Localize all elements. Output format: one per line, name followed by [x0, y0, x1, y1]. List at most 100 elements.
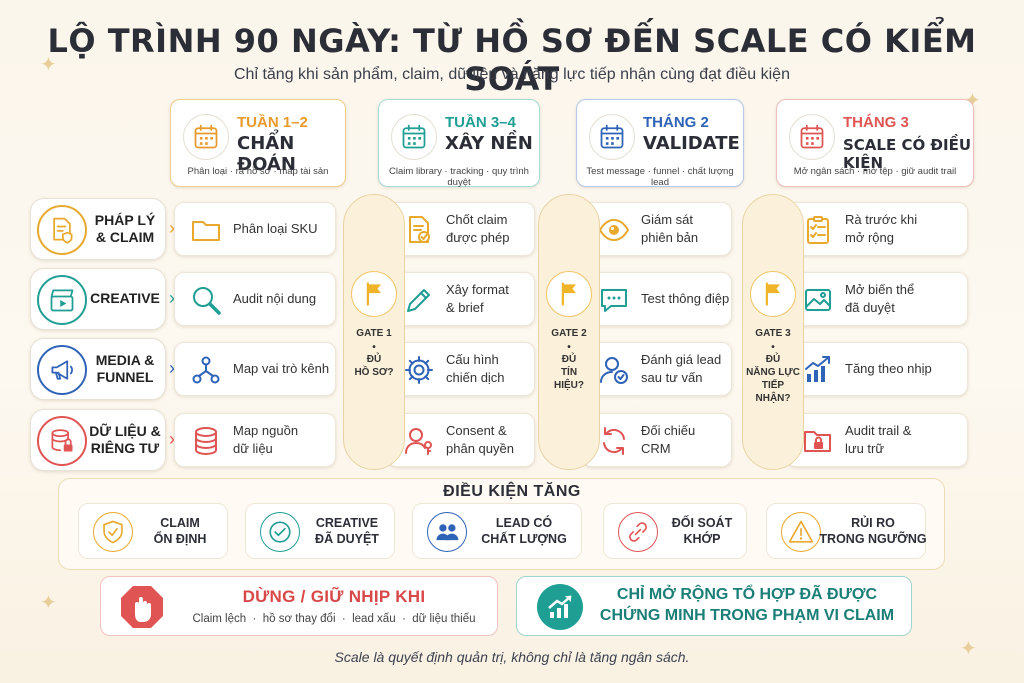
- page-title: LỘ TRÌNH 90 NGÀY: TỪ HỒ SƠ ĐẾN SCALE CÓ …: [47, 22, 977, 98]
- network-icon: [187, 351, 225, 389]
- gate-dot: •: [567, 342, 571, 353]
- task-card: Audit nội dung: [174, 272, 336, 326]
- task-card: Chốt claim được phép: [387, 202, 535, 256]
- phase-description: Test message · funnel · chất lượng lead: [586, 166, 734, 188]
- task-card: Map nguồn dữ liệu: [174, 413, 336, 467]
- people-icon: [427, 512, 467, 552]
- chevron-right-icon: ›: [169, 358, 175, 378]
- task-card: Tăng theo nhịp: [786, 342, 968, 396]
- gate-question: ĐỦ NĂNG LỰC TIẾP NHẬN?: [746, 354, 800, 404]
- gate-pillar: GATE 3•ĐỦ NĂNG LỰC TIẾP NHẬN?: [742, 194, 804, 470]
- magnifier-icon: [187, 281, 225, 319]
- gate-label: GATE 1: [356, 328, 392, 339]
- scale-text: CHỈ MỞ RỘNG TỔ HỢP ĐÃ ĐƯỢC CHỨNG MINH TR…: [599, 586, 895, 624]
- condition-card: ĐỐI SOÁT KHỚP: [603, 503, 747, 559]
- task-text: Đánh giá lead sau tư vấn: [641, 352, 722, 385]
- pencil-icon: [400, 281, 438, 319]
- chat-bubble-icon: [595, 281, 633, 319]
- task-card: Giám sát phiên bản: [582, 202, 732, 256]
- phase-description: Phân loại · rà hồ sơ · map tài sản: [187, 166, 329, 177]
- gate-label: GATE 2: [551, 328, 587, 339]
- gate-label: GATE 3: [755, 328, 791, 339]
- gate-pillar: GATE 2 •ĐỦ TÍN HIỆU?: [538, 194, 600, 470]
- chevron-right-icon: ›: [169, 218, 175, 238]
- footer-note: Scale là quyết định quản trị, không chỉ …: [334, 649, 690, 665]
- task-text: Chốt claim được phép: [446, 212, 510, 245]
- gate-question: ĐỦ HỒ SƠ?: [354, 354, 394, 378]
- task-text: Audit trail & lưu trữ: [845, 423, 912, 456]
- task-text: Test thông điệp: [641, 291, 730, 307]
- gear-icon: [400, 351, 438, 389]
- phase-description: Mở ngân sách · mở tệp · giữ audit trail: [793, 166, 957, 177]
- row-label: PHÁP LÝ & CLAIM: [30, 198, 166, 260]
- task-card: Đánh giá lead sau tư vấn: [582, 342, 732, 396]
- condition-text: RỦI RO TRONG NGƯỠNG: [819, 515, 927, 546]
- database-lock-icon: [37, 416, 87, 466]
- calendar-icon: [589, 114, 635, 160]
- sync-icon: [595, 422, 633, 460]
- condition-text: CREATIVE ĐÃ DUYỆT: [315, 515, 379, 546]
- row-label-text: MEDIA & FUNNEL: [95, 351, 155, 386]
- task-text: Đối chiếu CRM: [641, 423, 696, 456]
- task-card: Test thông điệp: [582, 272, 732, 326]
- phase-name: TUẦN 1–2: [237, 114, 308, 131]
- task-card: Consent & phân quyền: [387, 413, 535, 467]
- flag-icon: [750, 271, 796, 317]
- warning-icon: [781, 512, 821, 552]
- condition-card: CREATIVE ĐÃ DUYỆT: [245, 503, 395, 559]
- growth-chart-icon: [799, 351, 837, 389]
- link-icon: [618, 512, 658, 552]
- task-text: Tăng theo nhịp: [845, 361, 932, 377]
- user-check-icon: [595, 351, 633, 389]
- sparkle-icon: ✦: [40, 54, 57, 76]
- gate-question: ĐỦ TÍN HIỆU?: [554, 354, 584, 391]
- flag-icon: [351, 271, 397, 317]
- task-text: Cấu hình chiến dịch: [446, 352, 505, 385]
- task-text: Rà trước khi mở rộng: [845, 212, 918, 245]
- task-card: Đối chiếu CRM: [582, 413, 732, 467]
- image-icon: [799, 281, 837, 319]
- gate-pillar: GATE 1 •ĐỦ HỒ SƠ?: [343, 194, 405, 470]
- trend-up-icon: [537, 584, 583, 630]
- page-subtitle: Chỉ tăng khi sản phẩm, claim, dữ liệu và…: [234, 66, 790, 83]
- task-card: Cấu hình chiến dịch: [387, 342, 535, 396]
- eye-icon: [595, 211, 633, 249]
- document-check-icon: [400, 211, 438, 249]
- task-text: Xây format & brief: [446, 282, 509, 315]
- sparkle-icon: ✦: [960, 638, 977, 660]
- flag-icon: [546, 271, 592, 317]
- phase-title: VALIDATE: [643, 133, 740, 154]
- task-text: Audit nội dung: [233, 291, 317, 307]
- phase-title: XÂY NỀN: [445, 133, 533, 154]
- megaphone-icon: [37, 345, 87, 395]
- gate-dot: •: [372, 342, 376, 353]
- phase-description: Claim library · tracking · quy trình duy…: [389, 166, 529, 188]
- stop-items: Claim lệch · hồ sơ thay đổi · lead xấu ·…: [192, 613, 476, 625]
- task-card: Audit trail & lưu trữ: [786, 413, 968, 467]
- scale-panel: CHỈ MỞ RỘNG TỔ HỢP ĐÃ ĐƯỢC CHỨNG MINH TR…: [516, 576, 912, 636]
- task-text: Giám sát phiên bản: [641, 212, 699, 245]
- phase-name: THÁNG 2: [643, 114, 709, 131]
- document-shield-icon: [37, 205, 87, 255]
- phase-title: CHẨN ĐOÁN: [237, 133, 296, 175]
- phase-name: TUẦN 3–4: [445, 114, 516, 131]
- database-icon: [187, 422, 225, 460]
- task-text: Map nguồn dữ liệu: [233, 423, 299, 456]
- task-text: Consent & phân quyền: [446, 423, 514, 456]
- conditions-title: ĐIỀU KIỆN TĂNG: [443, 483, 581, 500]
- task-card: Mở biến thể đã duyệt: [786, 272, 968, 326]
- clipboard-checklist-icon: [799, 211, 837, 249]
- row-label-text: DỮ LIỆU & RIÊNG TƯ: [89, 422, 161, 457]
- task-text: Map vai trò kênh: [233, 361, 330, 377]
- condition-card: LEAD CÓ CHẤT LƯỢNG: [412, 503, 582, 559]
- task-card: Map vai trò kênh: [174, 342, 336, 396]
- task-card: Xây format & brief: [387, 272, 535, 326]
- chevron-right-icon: ›: [169, 429, 175, 449]
- phase-card: THÁNG 2 VALIDATE Test message · funnel · c…: [576, 99, 744, 188]
- task-text: Phân loại SKU: [233, 221, 318, 237]
- shield-check-icon: [93, 512, 133, 552]
- row-label: DỮ LIỆU & RIÊNG TƯ: [30, 409, 166, 471]
- calendar-icon: [183, 114, 229, 160]
